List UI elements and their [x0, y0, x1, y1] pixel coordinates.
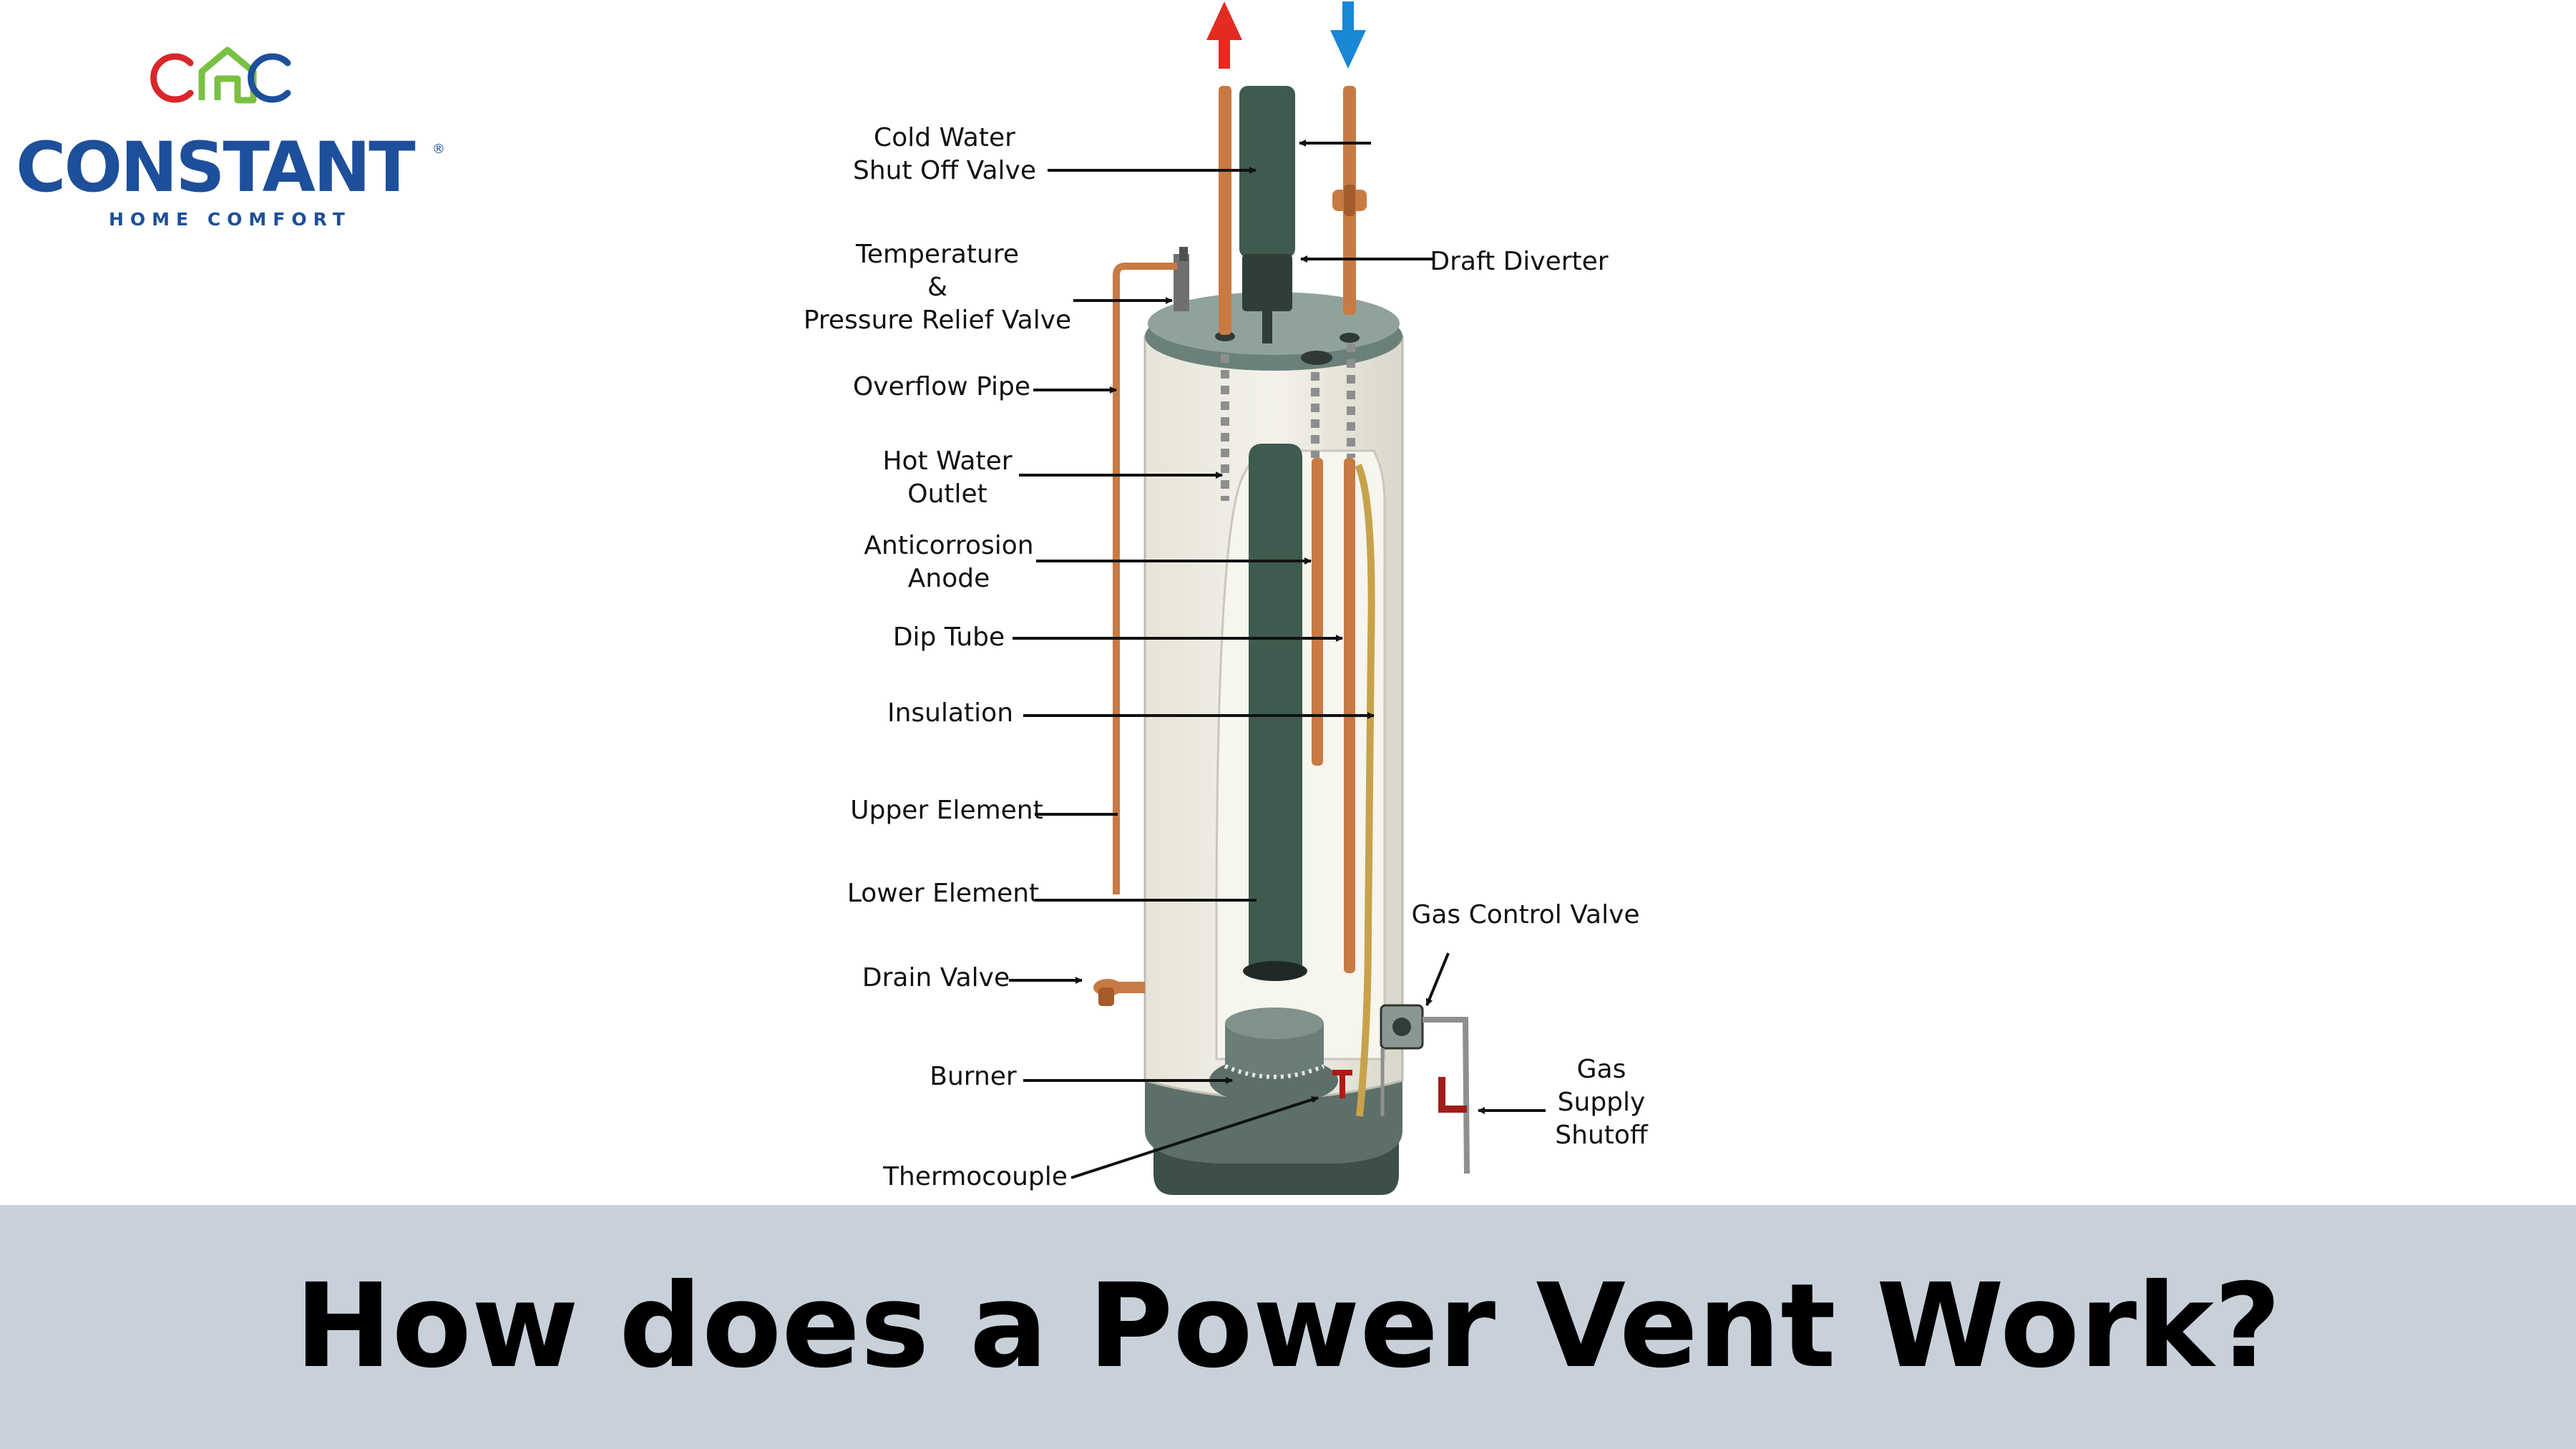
brand-registered-mark: ® — [432, 142, 445, 157]
label-gas-supply-shutoff: Gas Supply Shutoff — [1555, 1055, 1648, 1150]
water-heater-illustration — [1009, 1, 1546, 1195]
hot-out-arrow-icon — [1206, 1, 1242, 69]
label-dip-tube: Dip Tube — [892, 623, 1005, 652]
logo-mark-icon — [150, 47, 291, 104]
label-lower-element: Lower Element — [847, 879, 1040, 908]
footer-title: How does a Power Vent Work? — [295, 1259, 2281, 1394]
flue-pipe — [1239, 86, 1295, 258]
label-upper-element: Upper Element — [850, 796, 1043, 825]
gas-supply-shutoff — [1438, 1077, 1467, 1113]
insulation-tube — [1355, 463, 1375, 1117]
brand-name: CONSTANT — [16, 127, 416, 208]
hot-water-pipe — [1219, 86, 1231, 335]
cold-in-arrow-icon — [1330, 1, 1366, 69]
label-insulation: Insulation — [887, 698, 1014, 728]
label-temperature-pressure-relief-valve: Temperature & Pressure Relief Valve — [803, 240, 1072, 335]
flue-internal — [1249, 444, 1302, 970]
footer-banner: How does a Power Vent Work? — [0, 1205, 2576, 1449]
label-hot-water-outlet: Hot Water Outlet — [882, 447, 1013, 509]
label-anticorrosion-anode: Anticorrosion Anode — [864, 531, 1034, 593]
tp-relief-valve — [1174, 254, 1189, 311]
label-overflow-pipe: Overflow Pipe — [852, 372, 1031, 401]
logo-house-outline — [198, 47, 257, 104]
thermocouple — [1340, 1070, 1345, 1098]
overflow-pipe — [1113, 263, 1177, 894]
label-thermocouple: Thermocouple — [883, 1162, 1068, 1191]
leader-lines — [1009, 140, 1546, 1179]
brand-tagline: HOME COMFORT — [109, 209, 351, 230]
label-cold-water-shut-off-valve: Cold Water Shut Off Valve — [853, 123, 1036, 185]
label-gas-control-valve: Gas Control Valve — [1411, 900, 1640, 930]
brand-logo: CONSTANT ® HOME COMFORT — [0, 0, 501, 258]
tank-lower-band — [1145, 1073, 1402, 1163]
label-drain-valve: Drain Valve — [862, 963, 1010, 992]
logo-red-arc — [150, 53, 194, 103]
label-burner: Burner — [930, 1062, 1017, 1091]
logo-blue-arc — [248, 53, 291, 103]
gas-line — [1423, 1017, 1470, 1174]
draft-diverter-part — [1242, 254, 1292, 311]
tank-top — [1148, 292, 1400, 355]
label-draft-diverter: Draft Diverter — [1430, 247, 1609, 276]
anode-rod — [1312, 458, 1323, 766]
